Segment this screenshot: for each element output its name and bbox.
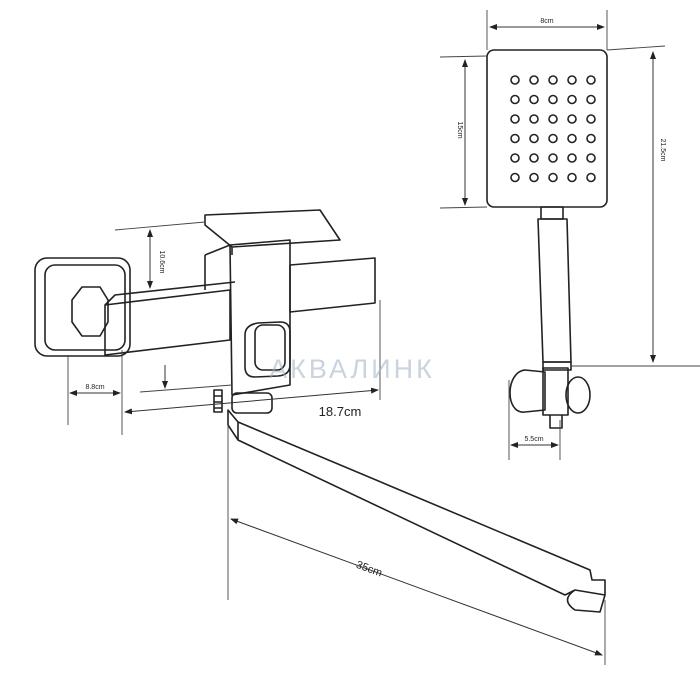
eccentric-nut: [71, 286, 109, 337]
shower-head: [486, 49, 608, 208]
nozzle: [548, 75, 558, 85]
nozzle: [529, 133, 539, 144]
total-height-label: 21.5cm: [659, 139, 666, 162]
nozzle: [548, 133, 558, 144]
shower-holder: [509, 367, 591, 429]
nozzle: [567, 153, 577, 163]
nozzle: [529, 94, 539, 105]
nozzle: [586, 153, 596, 163]
body-width-label: 18.7cm: [319, 404, 362, 419]
holder-width-label: 5.5cm: [524, 436, 543, 443]
nozzle: [548, 153, 558, 163]
wall-flange-left: [34, 257, 131, 357]
nozzle: [510, 75, 520, 85]
nozzle: [586, 114, 596, 124]
nozzle: [567, 172, 577, 183]
nozzle: [586, 133, 596, 144]
nozzle: [529, 114, 539, 124]
hand-shower: [486, 49, 608, 429]
diverter-knob: [244, 321, 291, 378]
shower-handle: [537, 218, 572, 363]
faucet-dimensions: 10.6cm 8.8cm 18.7cm 35cm: [67, 221, 606, 665]
spout-length-label: 35cm: [354, 559, 383, 579]
lever-handle: [204, 209, 341, 255]
nozzle: [548, 114, 558, 124]
nozzle: [529, 153, 539, 163]
head-width-label: 8cm: [540, 18, 553, 25]
nozzle: [586, 172, 596, 183]
body-bottom-nut: [231, 392, 273, 414]
nozzle: [510, 153, 520, 163]
nozzle: [510, 114, 520, 124]
nozzle: [567, 114, 577, 124]
head-height-label: 15cm: [456, 121, 463, 138]
nozzle: [510, 172, 520, 183]
spout: [227, 409, 606, 613]
nozzle: [586, 75, 596, 85]
left-arm: [104, 281, 236, 356]
body-height-label: 10.6cm: [158, 251, 165, 274]
wall-offset-label: 8.8cm: [85, 384, 104, 391]
shower-neck: [540, 206, 564, 220]
nozzle: [529, 75, 539, 85]
nozzle: [567, 75, 577, 85]
nozzle: [510, 133, 520, 144]
shower-dimensions: 8cm 15cm 21.5cm 5.5cm: [439, 10, 700, 460]
mixer-body: [204, 239, 291, 396]
watermark: АКВАЛИНК: [269, 354, 435, 384]
nozzle: [548, 172, 558, 183]
nozzle: [567, 94, 577, 105]
nozzle: [586, 94, 596, 105]
right-arm: [289, 257, 376, 313]
nozzle: [510, 94, 520, 105]
nozzle: [567, 133, 577, 144]
shower-nozzles: [510, 75, 596, 183]
nozzle: [548, 94, 558, 105]
nozzle: [529, 172, 539, 183]
